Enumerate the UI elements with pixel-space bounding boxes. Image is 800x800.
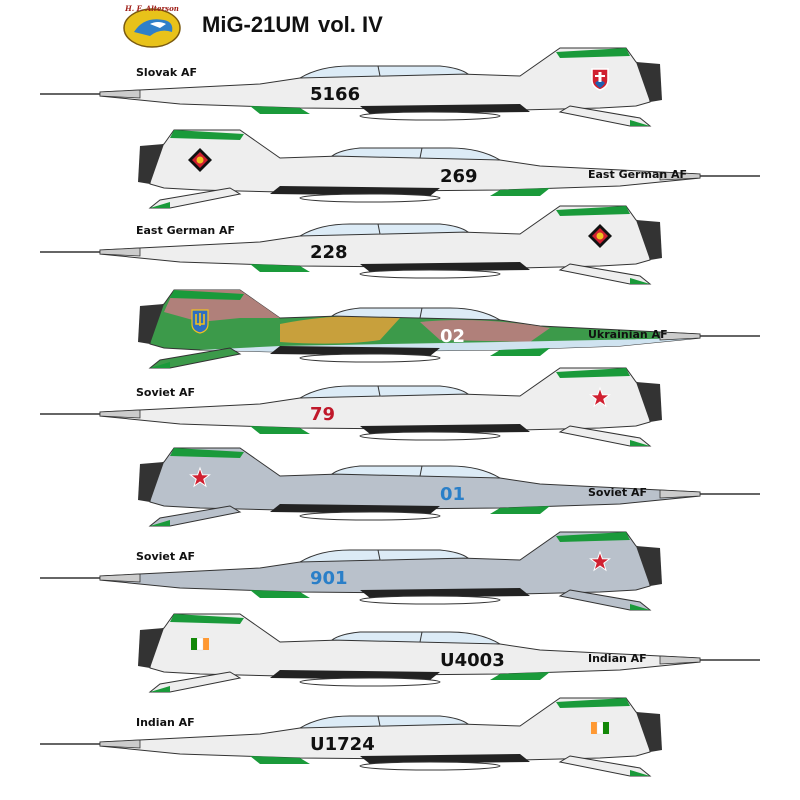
air-force-label: Soviet AF (588, 486, 647, 499)
tail-tip-band (556, 206, 630, 216)
sheet-title: MiG-21UM vol. IV (196, 6, 496, 46)
drop-tank (299, 353, 441, 363)
canopy-shape (298, 549, 470, 563)
ddr-emblem-icon (188, 148, 212, 172)
profile-drawing-7: 901 (40, 531, 662, 611)
tail-tip-band (170, 448, 244, 458)
tail-tip-band (170, 290, 244, 300)
exhaust-nozzle (636, 220, 662, 260)
tactical-number: U4003 (440, 650, 505, 671)
wing-root-shadow (270, 504, 440, 514)
tail-tip-band (556, 532, 630, 542)
air-force-label: Indian AF (588, 652, 647, 665)
tactical-number: 228 (310, 242, 348, 263)
exhaust-nozzle (138, 144, 164, 184)
indian-flag-icon (191, 637, 209, 651)
volume-title: vol. IV (318, 12, 383, 37)
exhaust-nozzle (138, 628, 164, 668)
drop-tank (359, 761, 501, 771)
air-force-label: Soviet AF (136, 550, 195, 563)
canopy-shape (298, 715, 470, 729)
tail-tip-band (556, 48, 630, 58)
profile-drawing-3: 228 (40, 205, 662, 285)
drop-tank (359, 431, 501, 441)
profile-drawing-9: U1724 (40, 697, 662, 777)
tactical-number: U1724 (310, 734, 375, 755)
tactical-number: 79 (310, 404, 335, 425)
wing-root-shadow (270, 346, 440, 356)
profile-drawing-6: 01 (138, 447, 760, 527)
aircraft-profile (138, 129, 760, 209)
tail-tip-band (556, 368, 630, 378)
tail-tip-band (556, 698, 630, 708)
canopy-shape (298, 385, 470, 399)
canopy-shape (330, 147, 502, 161)
air-force-label: Slovak AF (136, 66, 198, 79)
model-title: MiG-21UM (202, 12, 310, 37)
tactical-number: 5166 (310, 84, 360, 105)
drop-tank (359, 111, 501, 121)
exhaust-nozzle (636, 546, 662, 586)
exhaust-nozzle (636, 712, 662, 752)
aircraft-profile (40, 367, 662, 447)
exhaust-nozzle (138, 462, 164, 502)
wing-root-shadow (270, 670, 440, 680)
aircraft-profile (138, 447, 760, 527)
slovak-roundel-icon (591, 68, 609, 91)
aircraft-profile (138, 613, 760, 693)
ddr-emblem-icon (588, 224, 612, 248)
air-force-label: East German AF (136, 224, 236, 237)
aircraft-profile (138, 289, 760, 369)
wing-root-shadow (270, 186, 440, 196)
profile-drawing-8: U4003 (138, 613, 760, 693)
red-star-icon (589, 386, 611, 408)
air-force-label: Soviet AF (136, 386, 195, 399)
tactical-number: 01 (440, 484, 465, 505)
ukrainian-trident-icon (191, 309, 209, 334)
aircraft-profile (40, 205, 662, 285)
tail-tip-band (170, 130, 244, 140)
tactical-number: 269 (440, 166, 478, 187)
wing-root-shadow (360, 754, 530, 764)
drop-tank (299, 677, 441, 687)
tactical-number: 02 (440, 326, 465, 347)
exhaust-nozzle (138, 304, 164, 344)
profile-drawing-1: 5166 (40, 47, 662, 127)
profile-drawing-4: 02 (138, 289, 760, 369)
tail-tip-band (170, 614, 244, 624)
wing-root-shadow (360, 262, 530, 272)
exhaust-nozzle (636, 62, 662, 102)
red-star-icon (589, 550, 611, 572)
air-force-label: East German AF (588, 168, 688, 181)
exhaust-nozzle (636, 382, 662, 422)
air-force-label: Ukrainian AF (588, 328, 668, 341)
indian-flag-icon (591, 721, 609, 735)
canopy-shape (298, 65, 470, 79)
canopy-shape (298, 223, 470, 237)
profile-drawing-2: 269 (138, 129, 760, 209)
publisher-logo: H. F. Alterson (123, 4, 181, 48)
aircraft-profile (40, 697, 662, 777)
aircraft-profile (40, 47, 662, 127)
wing-root-shadow (360, 424, 530, 434)
canopy-shape (330, 307, 502, 321)
aircraft-profile (40, 531, 662, 611)
drop-tank (359, 595, 501, 605)
publisher-name: H. F. Alterson (124, 4, 179, 13)
canopy-shape (330, 631, 502, 645)
profile-drawing-5: 79 (40, 367, 662, 447)
red-star-icon (189, 466, 211, 488)
canopy-shape (330, 465, 502, 479)
drop-tank (299, 511, 441, 521)
air-force-label: Indian AF (136, 716, 195, 729)
drop-tank (299, 193, 441, 203)
wing-root-shadow (360, 588, 530, 598)
tactical-number: 901 (310, 568, 348, 589)
wing-root-shadow (360, 104, 530, 114)
drop-tank (359, 269, 501, 279)
